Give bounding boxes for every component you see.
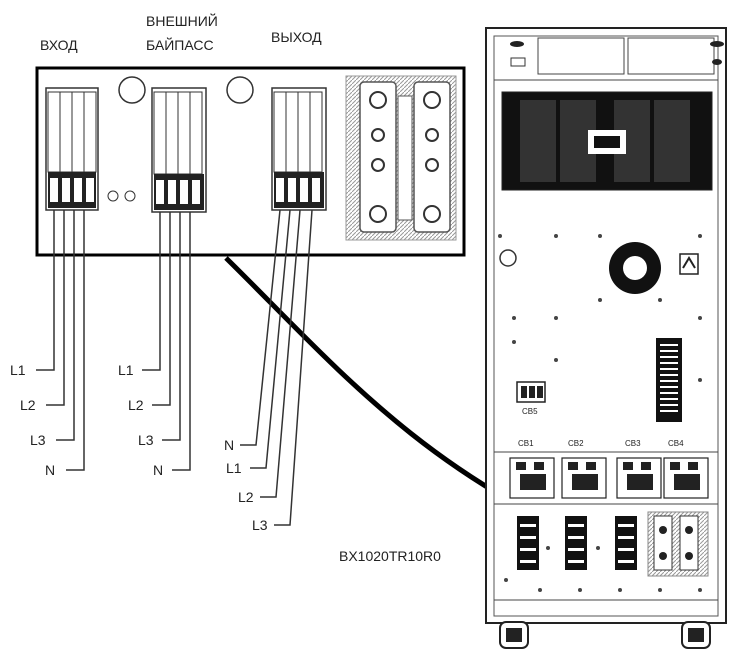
bypass-title-line1: ВНЕШНИЙ	[146, 12, 218, 29]
connector-strip	[656, 338, 682, 422]
output-wire-label: L1	[226, 460, 242, 476]
small-breaker: CB5	[516, 381, 546, 416]
input-terminal-block	[45, 87, 99, 211]
output-terminal-block	[271, 87, 327, 211]
bypass-wires	[142, 212, 191, 471]
breaker-label: CB4	[668, 439, 684, 448]
model-label: BX1020TR10R0	[339, 548, 441, 564]
input-title: ВХОД	[40, 37, 78, 53]
fan-grille	[501, 91, 713, 191]
input-wire-label: L3	[30, 432, 46, 448]
ups-cabinet: CB5 CB1 CB2 CB3 CB4	[485, 27, 727, 649]
bypass-wire-label: L2	[128, 397, 144, 413]
breaker-label: CB1	[518, 439, 534, 448]
battery-fuse-block	[345, 75, 457, 241]
input-wire-label: L1	[10, 362, 26, 378]
cable-gland	[226, 76, 254, 104]
output-wire-label: L2	[238, 489, 254, 505]
small-breaker-label: CB5	[522, 407, 538, 416]
rotary-switch	[679, 253, 699, 275]
bypass-wire-label: N	[153, 462, 163, 478]
input-wire-label: N	[45, 462, 55, 478]
cable-gland	[118, 76, 146, 104]
bypass-terminal-block	[151, 87, 207, 213]
terminal-panel	[35, 66, 466, 257]
bypass-title-line2: БАЙПАСС	[146, 36, 214, 53]
input-wire-label: L2	[20, 397, 36, 413]
output-wires	[240, 209, 313, 526]
bypass-wire-label: L3	[138, 432, 154, 448]
input-wires	[36, 210, 85, 471]
bypass-wire-label: L1	[118, 362, 134, 378]
output-title: ВЫХОД	[271, 29, 322, 45]
cabinet-terminal-blocks	[517, 511, 709, 577]
breaker-label: CB3	[625, 439, 641, 448]
breaker-label: CB2	[568, 439, 584, 448]
output-wire-label: N	[224, 437, 234, 453]
output-wire-label: L3	[252, 517, 268, 533]
